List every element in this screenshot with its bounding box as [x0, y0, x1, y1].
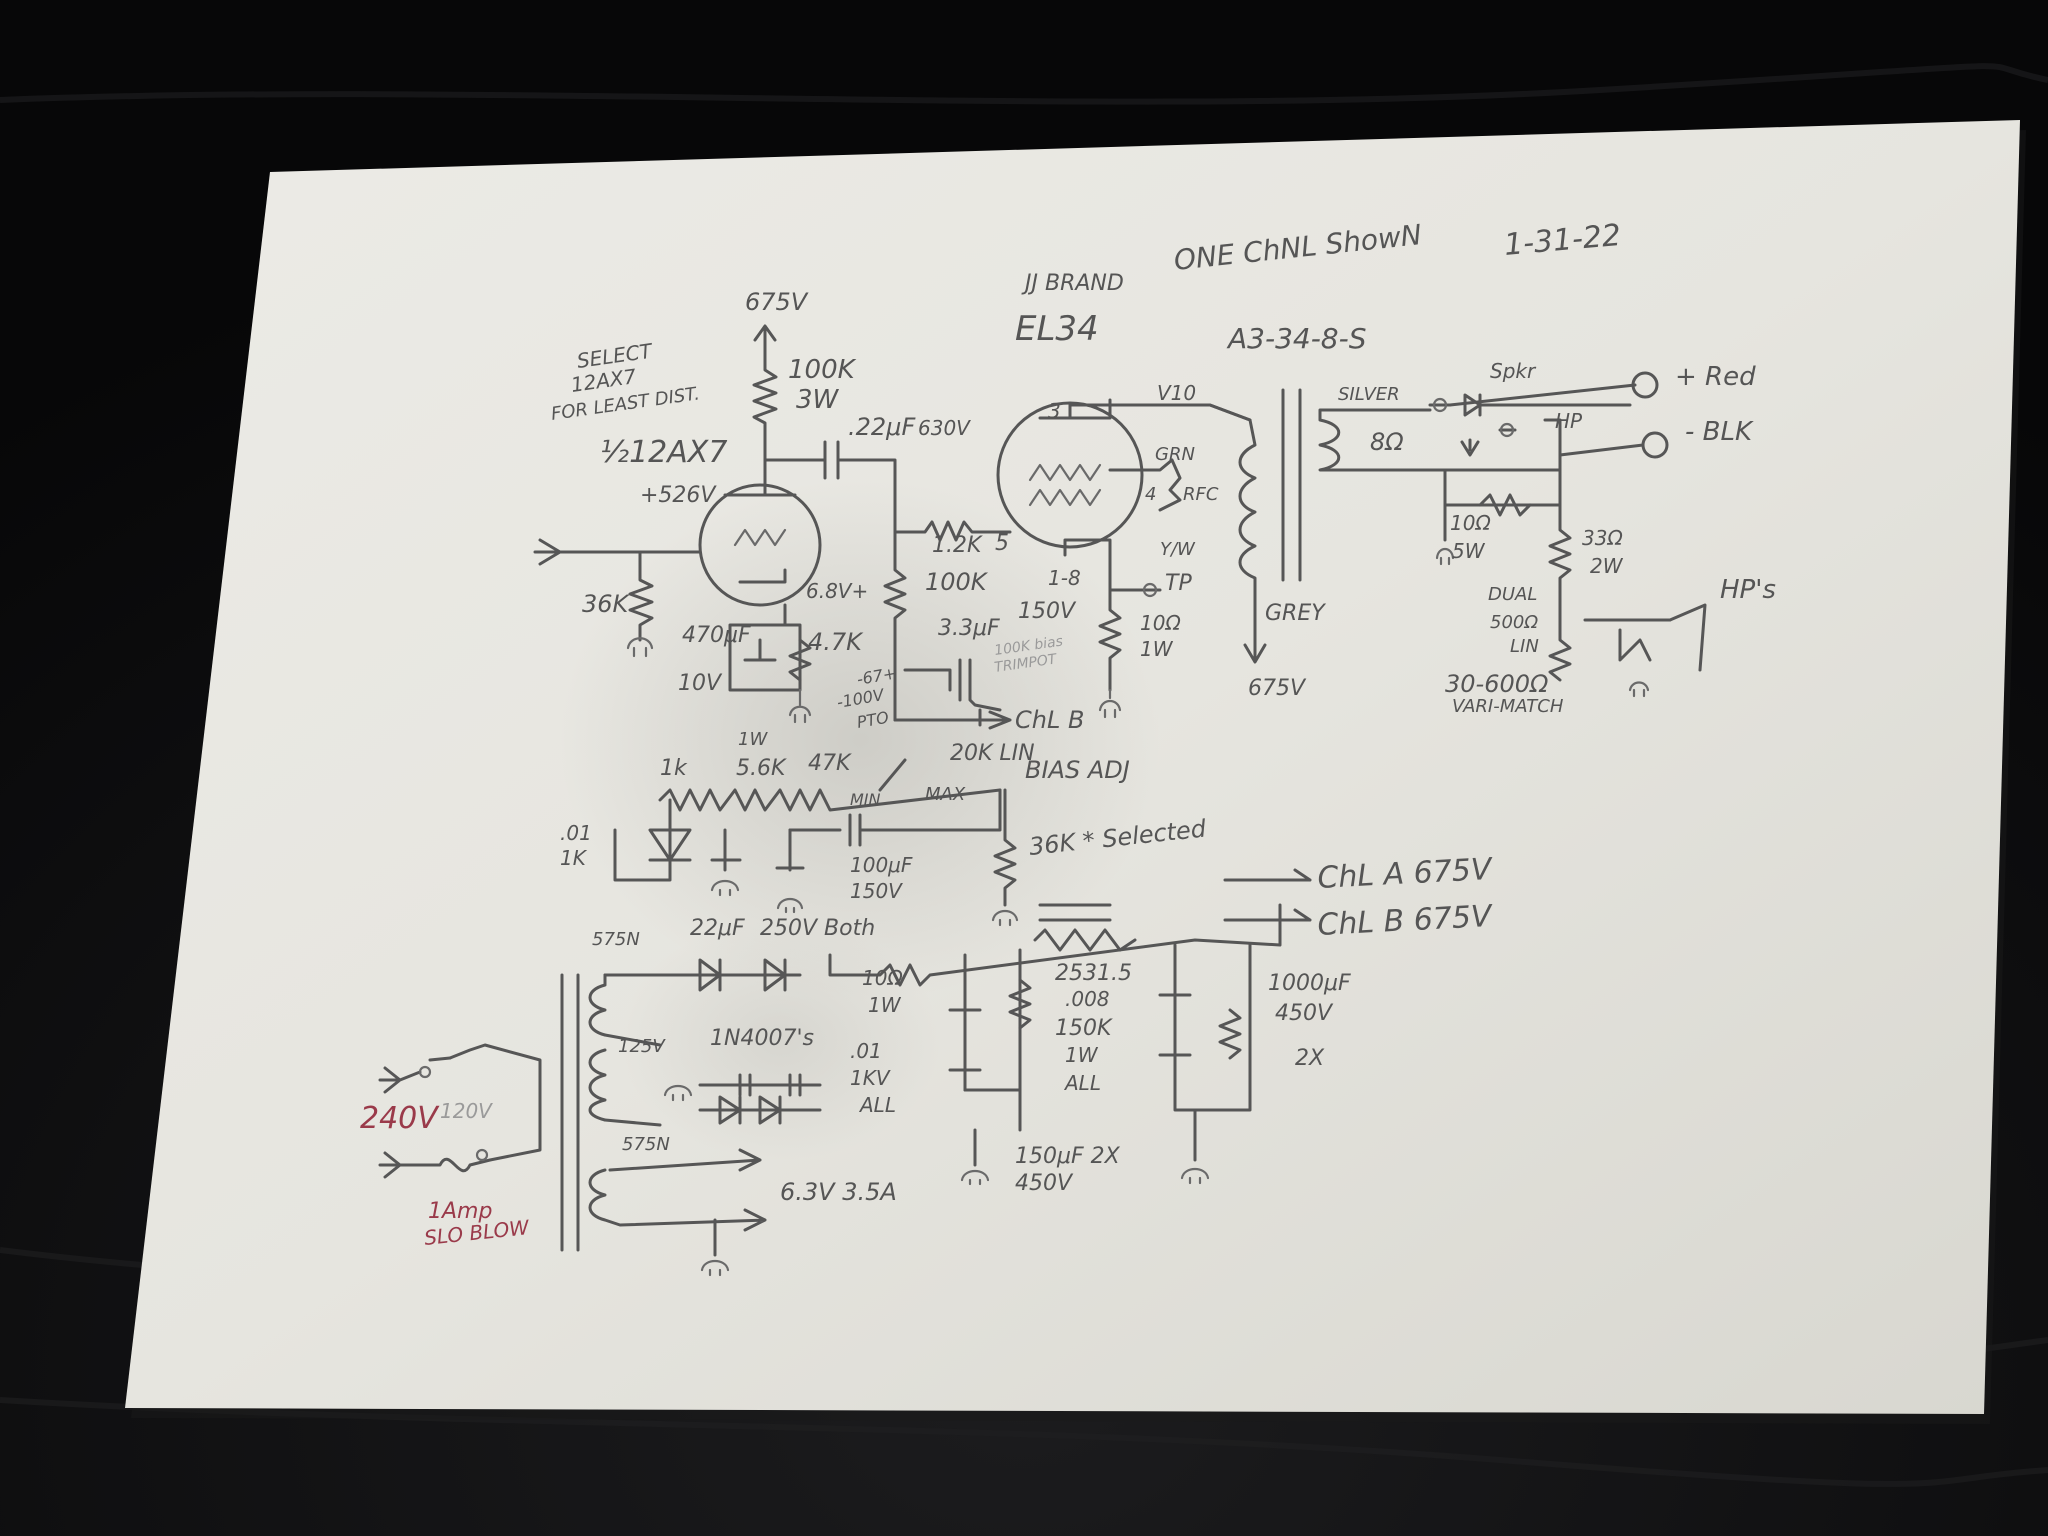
headphones-jack: HP's: [1720, 575, 1776, 605]
diodes-1n4007: 1N4007's: [710, 1026, 814, 1051]
secondary-125: 125V: [618, 1036, 666, 1057]
bias-r1: 1k: [660, 756, 688, 781]
fuse-rating: 1Amp: [428, 1199, 492, 1224]
plate-voltage: +526V: [640, 483, 717, 508]
choke-model: 2531.5: [1055, 961, 1132, 986]
pin-5: 5: [995, 531, 1009, 556]
coupling-cap-value: .22μF: [848, 413, 916, 441]
grid-leak: 100K: [925, 568, 989, 596]
bias-cap-100uf-voltage: 150V: [850, 879, 903, 903]
pot-value: 500Ω: [1490, 612, 1538, 633]
output-res-b: 33Ω: [1582, 526, 1623, 550]
output-res-a: 10Ω: [1450, 511, 1491, 535]
coupling-cap-voltage: 630V: [918, 416, 971, 440]
bias-cap-100uf: 100μF: [850, 853, 913, 877]
test-point: TP: [1165, 571, 1192, 596]
bleeder-all: ALL: [1063, 1071, 1101, 1095]
choke-value: .008: [1065, 987, 1110, 1011]
bias-res-1k: 1K: [560, 846, 588, 870]
vari-match: VARI-MATCH: [1452, 696, 1564, 717]
power-stage-labels: 1.2K 5 3 100K 1-8 3.3μF 150V 100K bias T…: [835, 381, 1326, 784]
psu-cap-all: ALL: [858, 1093, 896, 1117]
mains-voltage-crossed: 120V: [440, 1099, 493, 1123]
grid-stopper: 1.2K: [932, 533, 983, 558]
plate-resistor-watt: 3W: [796, 385, 840, 415]
grid-resistor: 36K: [582, 590, 631, 618]
el34-cathode-resistor: 10Ω: [1140, 611, 1181, 635]
secondary-575-top: 575N: [592, 929, 640, 950]
output-res-b-watt: 2W: [1590, 554, 1624, 578]
mains-voltage: 240V: [360, 1101, 440, 1136]
tube-brand: JJ BRAND: [1021, 271, 1124, 296]
b-plus-ot: 675V: [1248, 676, 1307, 701]
filter-caps-22uf: 22μF: [690, 916, 745, 941]
dual-pot: DUAL: [1488, 584, 1537, 605]
reservoir-cap-voltage: 450V: [1275, 1001, 1334, 1026]
plate-resistor-value: 100K: [788, 355, 857, 385]
paper-sheet: [125, 120, 2026, 1424]
silver-lead: SILVER: [1338, 384, 1400, 405]
bleeder-150k-watt: 1W: [1065, 1043, 1099, 1067]
pot-min: MIN: [850, 790, 881, 809]
resistor-1w: 1W: [738, 729, 768, 750]
reservoir-cap-count: 2X: [1295, 1046, 1325, 1071]
impedance-range: 30-600Ω: [1445, 670, 1549, 698]
channel-b-bias: ChL B: [1015, 706, 1084, 734]
grey-lead: GREY: [1265, 601, 1326, 626]
negative-black: - BLK: [1685, 417, 1754, 447]
secondary-575-bottom: 575N: [622, 1134, 670, 1155]
cathode-cap-value: 470μF: [682, 623, 751, 648]
filter-caps-22uf-voltage: 250V Both: [760, 916, 875, 941]
pin-3: 3: [1048, 399, 1061, 423]
green-lead: GRN: [1155, 444, 1195, 465]
heater-winding: 6.3V 3.5A: [780, 1178, 897, 1206]
bias-cap-01: .01: [560, 821, 592, 845]
output-transformer-model: A3-34-8-S: [1226, 322, 1367, 355]
bleeder-150k: 150K: [1055, 1016, 1113, 1041]
bias-r2: 5.6K: [736, 756, 787, 781]
psu-cap-01: .01: [850, 1039, 882, 1063]
speaker-label: Spkr: [1490, 359, 1537, 383]
psu-res-10: 10Ω: [862, 966, 903, 990]
headphone-label: HP: [1555, 409, 1583, 433]
psu-res-10-watt: 1W: [868, 993, 902, 1017]
preamp-tube-label: ½12AX7: [600, 435, 727, 470]
positive-red: + Red: [1675, 362, 1756, 392]
psu-cap-1kv: 1KV: [850, 1066, 891, 1090]
cathode-voltage: 6.8V+: [806, 579, 868, 603]
pot-max: MAX: [925, 784, 966, 805]
output-res-a-watt: 5W: [1452, 539, 1486, 563]
pin-4: 4: [1145, 484, 1156, 505]
output-labels: SILVER Spkr + Red - BLK HP 8Ω 10Ω 5W 33Ω…: [1338, 359, 1776, 717]
cathode-cap-voltage: 10V: [678, 671, 723, 696]
bypass-cap-voltage: 150V: [1018, 599, 1077, 624]
bias-r3: 47K: [808, 751, 852, 776]
filter-cap-150uf-voltage: 450V: [1015, 1171, 1074, 1196]
b-plus-top: 675V: [745, 288, 809, 316]
filter-cap-150uf: 150μF 2X: [1015, 1144, 1121, 1169]
reservoir-cap: 1000μF: [1268, 971, 1351, 996]
bypass-cap: 3.3μF: [938, 616, 1000, 641]
pins-1-8: 1-8: [1048, 566, 1081, 590]
power-supply-labels: ChL A 675V ChL B 675V 575N 125V 575N 22μ…: [360, 852, 1495, 1250]
cathode-resistor: 4.7K: [808, 628, 864, 656]
yellow-lead: Y/W: [1160, 539, 1196, 560]
el34-cathode-resistor-watt: 1W: [1140, 637, 1174, 661]
bias-adjust: BIAS ADJ: [1025, 756, 1130, 784]
schematic-wiring: [378, 324, 1707, 1277]
rfc: RFC: [1183, 484, 1219, 505]
power-tube: EL34: [1015, 309, 1099, 349]
bias-pot-value: 20K LIN: [950, 741, 1035, 766]
impedance-8ohm: 8Ω: [1370, 428, 1404, 456]
v10-tap: V10: [1157, 381, 1196, 405]
pot-type: LIN: [1510, 636, 1539, 657]
